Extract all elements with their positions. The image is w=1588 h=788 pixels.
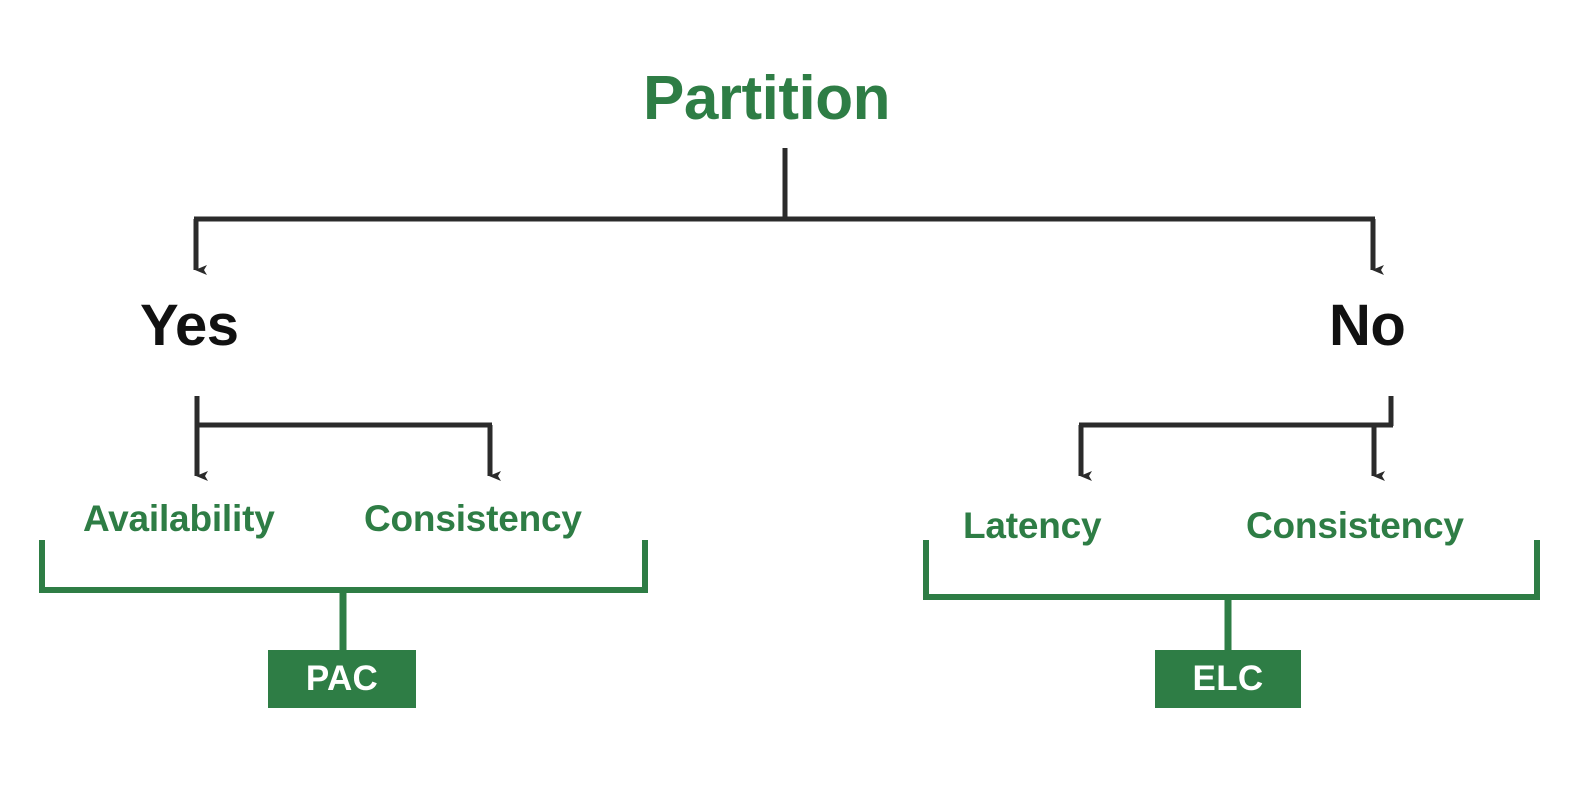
node-latency: Latency (963, 505, 1102, 546)
bracket-pac (39, 540, 648, 593)
node-no: No (1329, 293, 1406, 358)
node-consistency-left: Consistency (364, 498, 582, 539)
bracket-elc (923, 540, 1540, 600)
outcome-box-elc: ELC (1155, 650, 1301, 708)
node-partition: Partition (643, 64, 890, 133)
node-consistency-right: Consistency (1246, 505, 1464, 546)
outcome-box-pac: PAC (268, 650, 416, 708)
node-yes: Yes (140, 293, 239, 358)
node-availability: Availability (83, 498, 275, 539)
